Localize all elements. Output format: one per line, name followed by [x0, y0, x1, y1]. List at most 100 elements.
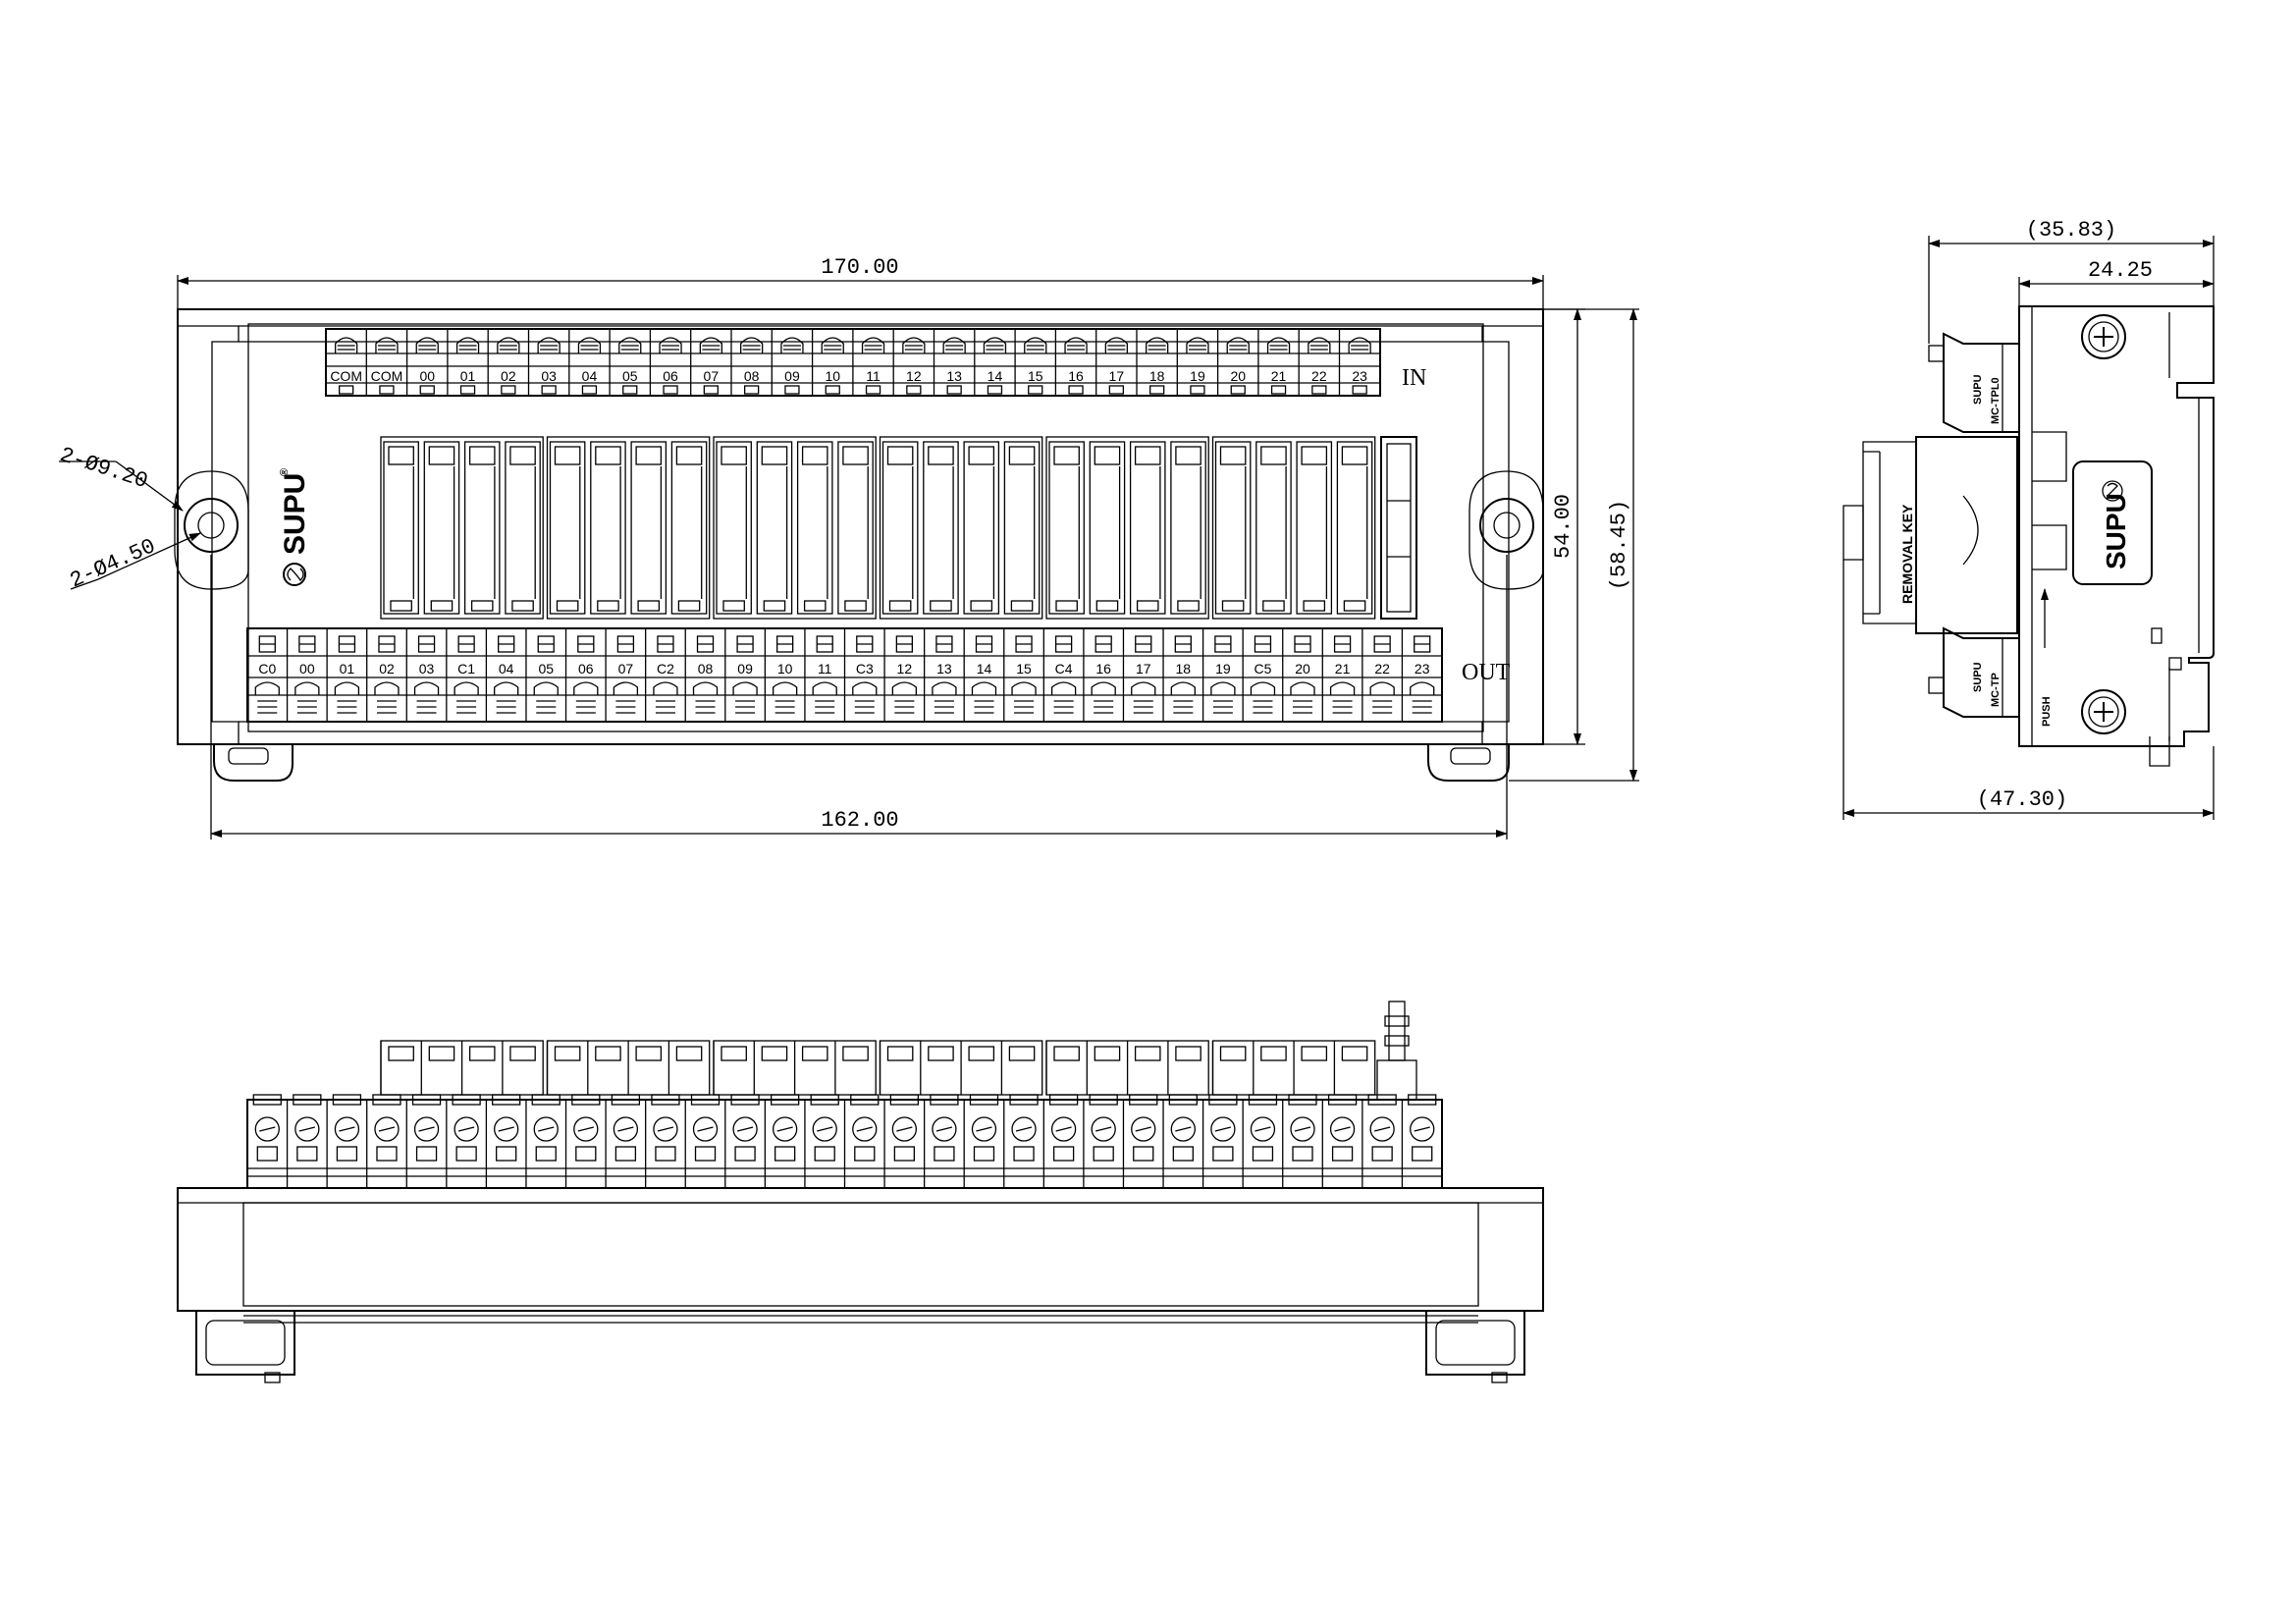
elevation-relay-top — [1094, 1046, 1121, 1061]
input-terminal-label: 12 — [906, 368, 922, 384]
input-terminal-label: 19 — [1190, 368, 1205, 384]
dim-mount-pitch: 162.00 — [210, 555, 1508, 839]
elevation-terminal — [366, 1094, 401, 1188]
input-terminal: 15 — [1014, 329, 1047, 396]
elevation-terminal — [405, 1094, 442, 1188]
elevation-terminal — [684, 1094, 721, 1188]
input-terminal-label: 11 — [866, 368, 881, 384]
dim-side-rail-width: 24.25 — [2018, 258, 2215, 306]
output-terminal: 12 — [883, 628, 917, 722]
relay-module — [1170, 441, 1206, 615]
relay-module — [670, 441, 708, 615]
top-module-label: MC-TPL0 — [1990, 377, 2002, 424]
dim-overall-width-text: 170.00 — [821, 255, 898, 280]
elevation-terminal — [1362, 1094, 1397, 1188]
dim-overall-height-text: (58.45) — [1607, 500, 1631, 590]
side-view: SUPU PUSH REMOVAL KEY MC-TPL0 SUPU — [1842, 218, 2215, 820]
elevation-terminal — [286, 1094, 322, 1188]
output-terminal-label: 03 — [419, 661, 435, 677]
mount-hole-right — [1468, 470, 1544, 590]
output-terminal-label: 15 — [1016, 661, 1032, 677]
elevation-terminal — [246, 1094, 282, 1188]
dim-side-total-width-text: (47.30) — [1977, 787, 2067, 812]
elevation-terminal — [724, 1094, 760, 1188]
relay-module — [1089, 441, 1126, 615]
top-terminal-module: MC-TPL0 SUPU — [1928, 332, 2020, 433]
input-terminal-label: 02 — [501, 368, 516, 384]
elevation-relay-top — [801, 1046, 828, 1061]
output-terminal-label: 21 — [1335, 661, 1351, 677]
output-terminal: 13 — [923, 628, 957, 722]
elevation-relay-top — [1301, 1046, 1328, 1061]
relay-group — [713, 436, 877, 620]
side-logo-plate: SUPU — [2072, 460, 2153, 585]
input-terminal: 23 — [1338, 329, 1371, 396]
input-terminal-label: 08 — [744, 368, 760, 384]
output-terminal-label: 05 — [538, 661, 554, 677]
elevation-relay-top — [968, 1046, 995, 1061]
relay-module — [505, 441, 541, 615]
bottom-module-label: MC-TP — [1990, 673, 2002, 707]
output-terminal: 04 — [485, 628, 519, 722]
relay-group — [380, 436, 544, 620]
dim-body-height: 54.00 — [1543, 308, 1585, 745]
bottom-terminal-module: MC-TP SUPU — [1928, 626, 2020, 718]
output-terminal: 18 — [1162, 628, 1196, 722]
relay-module — [590, 441, 626, 615]
output-terminal: 15 — [1003, 628, 1037, 722]
input-label: IN — [1402, 365, 1426, 391]
input-terminal-label: 21 — [1271, 368, 1287, 384]
elevation-relay-top — [635, 1046, 663, 1061]
elevation-relay-top — [1008, 1046, 1036, 1061]
output-terminal-label: C0 — [258, 661, 276, 677]
relay-module — [1129, 441, 1166, 615]
push-label: PUSH — [2041, 696, 2053, 727]
elevation-terminal — [446, 1094, 481, 1188]
elevation-relay-top — [1134, 1046, 1161, 1061]
input-terminal-label: 15 — [1028, 368, 1043, 384]
side-brand-symbol-icon — [2102, 480, 2123, 502]
elevation-terminal — [923, 1094, 959, 1188]
removal-key: REMOVAL KEY — [1842, 436, 2018, 634]
elevation-relay-top — [595, 1046, 621, 1061]
input-terminal-label: 18 — [1149, 368, 1165, 384]
input-terminal: COM — [325, 329, 362, 396]
relay-module — [1336, 441, 1373, 615]
output-terminal-label: 13 — [936, 661, 952, 677]
elevation-terminal — [1003, 1094, 1039, 1188]
elevation-terminal — [1042, 1094, 1079, 1188]
output-terminal: 14 — [963, 628, 997, 722]
dim-overall-width: 170.00 — [177, 255, 1544, 309]
input-terminal: 16 — [1054, 329, 1088, 396]
output-terminal-label: 10 — [777, 661, 793, 677]
elevation-relay-group — [879, 1040, 1043, 1096]
elevation-relay-group — [1045, 1040, 1209, 1096]
elevation-relay-top — [842, 1046, 869, 1061]
output-terminal: C2 — [645, 628, 678, 722]
elevation-terminal — [1401, 1094, 1437, 1188]
elevation-relay-top — [1053, 1046, 1080, 1061]
elevation-terminal — [1162, 1094, 1198, 1188]
relay-group — [546, 436, 711, 620]
input-terminal: 13 — [933, 329, 966, 396]
input-terminal-label: 10 — [825, 368, 840, 384]
output-terminal: C0 — [246, 628, 280, 722]
relay-module — [1003, 441, 1041, 615]
bottom-module-brand: SUPU — [1972, 662, 1984, 692]
input-terminal-label: 05 — [622, 368, 638, 384]
elevation-view — [177, 1001, 1544, 1383]
end-cap — [1380, 436, 1417, 620]
hole-small-callout: 2-Ø4.50 — [67, 534, 160, 593]
relay-module — [1255, 441, 1292, 615]
elevation-relay-top — [554, 1046, 581, 1061]
dim-side-total-width: (47.30) — [1842, 560, 2215, 820]
brand-name: SUPU — [279, 473, 311, 555]
screw-bottom-icon — [2081, 689, 2126, 734]
output-terminal-label: 12 — [897, 661, 913, 677]
output-terminal-label: 18 — [1176, 661, 1192, 677]
output-terminal-label: 01 — [340, 661, 355, 677]
output-terminal-label: C4 — [1055, 661, 1073, 677]
